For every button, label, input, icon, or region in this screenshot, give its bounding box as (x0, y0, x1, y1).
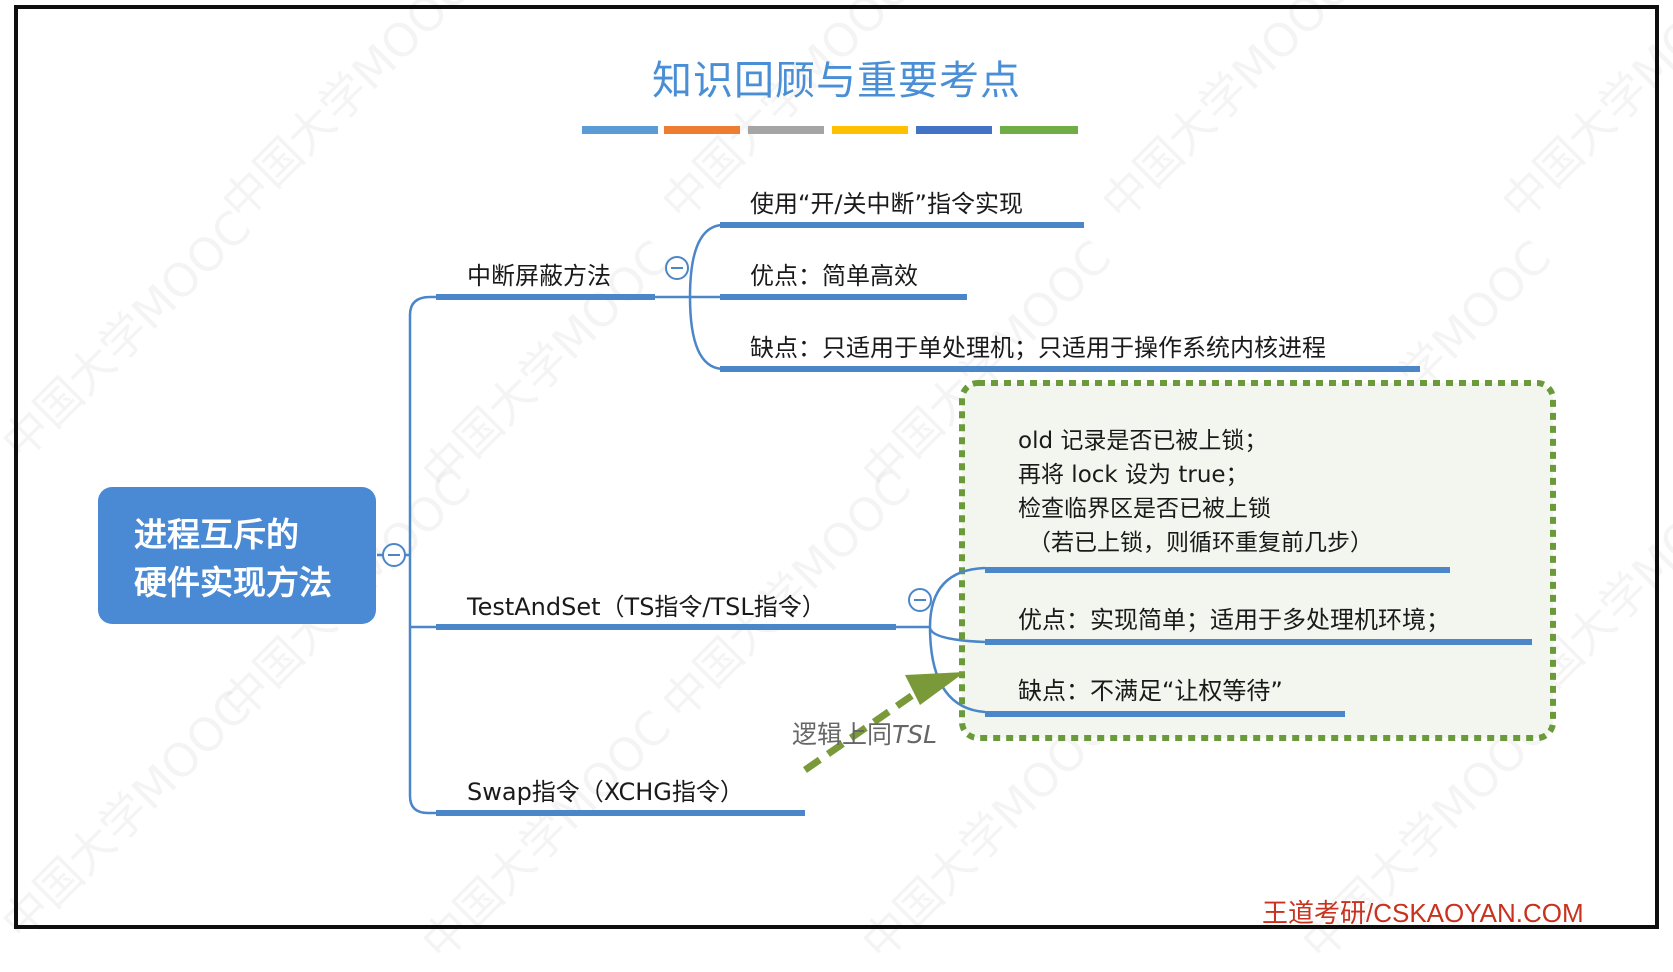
title-underline-bars (582, 126, 1078, 134)
root-trunk-connector (408, 295, 436, 555)
root-node-line-1: 进程互斥的 (134, 515, 299, 554)
root-trunk-connector-lower (408, 555, 436, 815)
root-node-line-2: 硬件实现方法 (134, 563, 332, 602)
swap-annotation: 逻辑上同TSL (792, 715, 937, 751)
swap-to-tsl-dashed-arrow (803, 687, 922, 773)
mindmap-connectors (377, 126, 1556, 816)
title-bar-1 (582, 126, 658, 134)
root-node[interactable]: 进程互斥的 硬件实现方法 (98, 487, 376, 624)
tsl-note-line-2: 再将 lock 设为 true； (1018, 462, 1249, 488)
swap-annotation-em: TSL (892, 720, 938, 749)
tsl-detail-box (959, 380, 1556, 741)
page-title: 知识回顾与重要考点 (652, 58, 1021, 104)
interrupt-child-1[interactable]: 使用“开/关中断”指令实现 (750, 190, 1023, 218)
title-bar-4 (832, 126, 908, 134)
title-bar-6 (1000, 126, 1078, 134)
tsl-note-line-3: 检查临界区是否已被上锁 (1018, 496, 1271, 522)
title-bar-2 (664, 126, 740, 134)
interrupt-children-connector (655, 223, 723, 371)
interrupt-child-2[interactable]: 优点：简单高效 (750, 262, 918, 290)
tsl-branch-label[interactable]: TestAndSet（TS指令/TSL指令） (467, 593, 826, 621)
swap-branch-label[interactable]: Swap指令（XCHG指令） (467, 778, 744, 806)
tsl-note-line-4: （若已上锁，则循环重复前几步） (1028, 530, 1373, 556)
tsl-pro[interactable]: 优点：实现简单；适用于多处理机环境； (1018, 606, 1450, 634)
interrupt-child-3[interactable]: 缺点：只适用于单处理机；只适用于操作系统内核进程 (750, 334, 1326, 362)
title-bar-5 (916, 126, 992, 134)
title-bar-3 (748, 126, 824, 134)
swap-annotation-text: 逻辑上同 (792, 720, 893, 749)
tsl-con[interactable]: 缺点：不满足“让权等待” (1018, 677, 1283, 705)
tsl-note[interactable]: old 记录是否已被上锁； 再将 lock 设为 true； 检查临界区是否已被… (1018, 424, 1373, 560)
tsl-children-connector (896, 566, 986, 714)
footer-brand: 王道考研/CSKAOYAN.COM (1262, 898, 1584, 928)
interrupt-branch-label[interactable]: 中断屏蔽方法 (467, 262, 611, 290)
tsl-note-line-1: old 记录是否已被上锁； (1018, 428, 1268, 454)
arrow-head-icon (905, 672, 965, 705)
